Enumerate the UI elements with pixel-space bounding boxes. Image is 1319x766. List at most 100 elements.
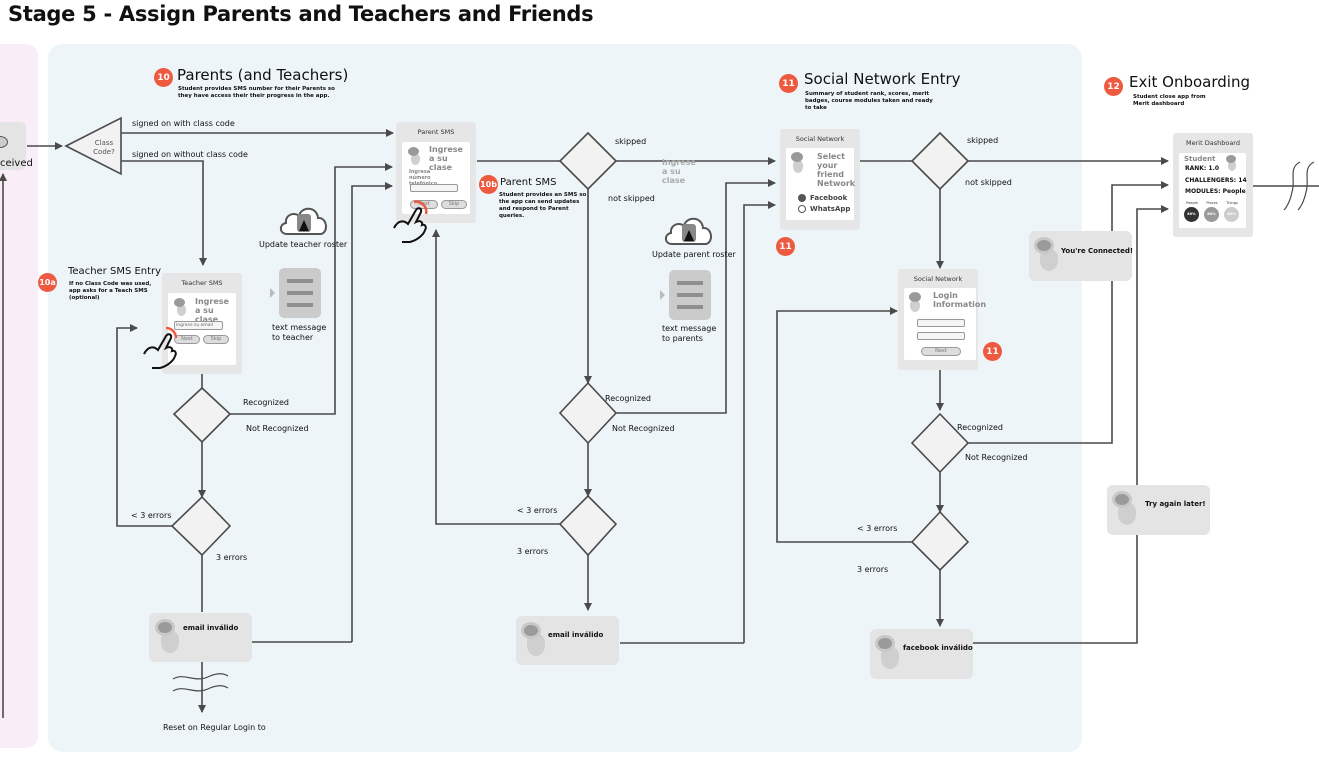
update-parent-roster-label: Update parent roster xyxy=(652,250,736,259)
class-code-label: Class Code? xyxy=(93,139,115,156)
dashboard-role: Student xyxy=(1184,155,1216,163)
tap-hand-icon xyxy=(393,200,428,243)
next-button[interactable]: Next xyxy=(921,347,961,356)
skip-button[interactable]: Skip xyxy=(441,200,467,209)
circle-label-people: People xyxy=(1186,201,1198,205)
tap-hand-icon xyxy=(143,326,178,369)
screen-title: Social Network xyxy=(913,275,963,283)
screen-body: Ingrese a su clase ingrese su email Next… xyxy=(168,293,236,365)
progress-circle-places: 80% xyxy=(1204,207,1219,222)
arrow-marker xyxy=(270,288,275,298)
skipped-label: skipped xyxy=(967,136,999,145)
connected-toast: You're Connected! xyxy=(1029,231,1134,281)
facebook-invalid-toast: facebook inválido xyxy=(870,629,973,679)
page-title: Stage 5 - Assign Parents and Teachers an… xyxy=(8,2,594,26)
section-subtitle-parents: Student provides SMS number for their Pa… xyxy=(178,86,335,99)
eq3-errors-label: 3 errors xyxy=(216,553,248,562)
toast-text: email inválido xyxy=(548,631,604,639)
section-title-exit: Exit Onboarding xyxy=(1129,73,1250,91)
eq3-errors-label: 3 errors xyxy=(857,565,889,574)
facebook-radio[interactable] xyxy=(798,194,806,202)
text-message-teacher-label: text message to teacher xyxy=(272,323,327,342)
screen-title: Teacher SMS xyxy=(181,279,223,287)
facebook-option-label[interactable]: Facebook xyxy=(810,194,848,202)
without-code-label: signed on without class code xyxy=(132,150,248,159)
username-field[interactable] xyxy=(917,319,965,327)
text-message-parents-label: text message to parents xyxy=(662,324,717,343)
update-teacher-roster-label: Update teacher roster xyxy=(259,240,348,249)
login-information-screen: Social Network Login Information Next xyxy=(898,269,987,370)
circle-label-things: Things xyxy=(1226,201,1238,205)
circle-label-places: Places xyxy=(1206,201,1218,205)
arrow-marker xyxy=(660,290,665,300)
not-recognized-label: Not Recognized xyxy=(246,424,309,433)
skipped-label: skipped xyxy=(615,137,647,146)
section-subtitle-parent-sms: Student provides an SMS so the app can s… xyxy=(499,192,587,219)
step-badge-10a: 10a xyxy=(38,273,57,292)
section-title-parents: Parents (and Teachers) xyxy=(177,66,349,84)
toast-text: Try again later! xyxy=(1145,500,1206,508)
password-field[interactable] xyxy=(917,332,965,340)
screen-heading: Ingrese a su clase xyxy=(429,145,463,172)
try-again-toast: Try again later! xyxy=(1107,485,1210,535)
with-code-label: signed on with class code xyxy=(132,119,235,128)
screen-title: Merit Dashboard xyxy=(1186,139,1240,147)
merit-dashboard-screen: Merit Dashboard Student RANK: 1.0 CHALLE… xyxy=(1173,133,1253,237)
section-subtitle-exit: Student close app from Merit dashboard xyxy=(1133,94,1206,107)
screen-body: Ingrese a su clase Ingresa número telefó… xyxy=(402,142,470,214)
break-symbol xyxy=(172,161,1315,692)
class-code-decision xyxy=(64,116,122,176)
toast-text: You're Connected! xyxy=(1061,247,1134,255)
email-field[interactable]: ingrese su email xyxy=(174,321,223,330)
lt3-errors-label: < 3 errors xyxy=(517,506,558,515)
screen-heading: Ingrese a su clase xyxy=(195,297,229,324)
step-badge-10b: 10b xyxy=(479,175,498,194)
section-subtitle-social: Summary of student rank, scores, merit b… xyxy=(805,91,933,111)
screen-heading: Login Information xyxy=(933,291,987,309)
rank-text: RANK: 1.0 xyxy=(1185,165,1220,172)
screen-body: Login Information Next xyxy=(904,288,987,360)
screen-title: Social Network xyxy=(795,135,845,143)
next-button[interactable]: Next xyxy=(174,335,200,344)
section-subtitle-teacher-sms: If no Class Code was used, app asks for … xyxy=(69,281,152,301)
cloud-database-icon xyxy=(279,207,327,235)
step-badge-11: 11 xyxy=(779,74,798,93)
phone-field[interactable] xyxy=(410,184,458,192)
screen-body: Student RANK: 1.0 CHALLENGERS: 14 MODULE… xyxy=(1179,153,1247,228)
not-recognized-label: Not Recognized xyxy=(612,424,675,433)
section-title-social: Social Network Entry xyxy=(804,70,961,88)
not-skipped-label: not skipped xyxy=(965,178,1012,187)
email-invalid-toast: email inválido xyxy=(516,616,619,665)
skip-button[interactable]: Skip xyxy=(203,335,229,344)
toast-text: email inválido xyxy=(183,624,239,632)
recognized-label: Recognized xyxy=(605,394,651,403)
ghost-text: Ingrese a su clase xyxy=(662,158,696,185)
challengers-text: CHALLENGERS: 14 xyxy=(1185,177,1247,184)
parent-sms-screen: Parent SMS Ingrese a su clase Ingresa nú… xyxy=(396,122,476,223)
whatsapp-radio[interactable] xyxy=(798,205,806,213)
recognized-label: Recognized xyxy=(957,423,1003,432)
step-badge-11-c: 11 xyxy=(983,342,1002,361)
progress-circle-things: 80% xyxy=(1224,207,1239,222)
email-invalid-toast: email inválido xyxy=(149,613,252,662)
lt3-errors-label: < 3 errors xyxy=(131,511,172,520)
step-badge-11-b: 11 xyxy=(776,237,795,256)
progress-circle-people: 80% xyxy=(1184,207,1199,222)
previous-node-label: ceived xyxy=(0,158,33,169)
screen-title: Parent SMS xyxy=(417,128,455,136)
recognized-label: Recognized xyxy=(243,398,289,407)
lt3-errors-label: < 3 errors xyxy=(857,524,898,533)
not-recognized-label: Not Recognized xyxy=(965,453,1028,462)
section-title-teacher-sms: Teacher SMS Entry xyxy=(68,266,162,277)
reset-label: Reset on Regular Login to xyxy=(163,723,266,732)
not-skipped-label: not skipped xyxy=(608,194,655,203)
screen-body: Select your friend Network Facebook What… xyxy=(786,148,855,220)
step-badge-10: 10 xyxy=(154,68,173,87)
cloud-database-icon xyxy=(664,217,712,245)
eq3-errors-label: 3 errors xyxy=(517,547,549,556)
whatsapp-option-label[interactable]: WhatsApp xyxy=(810,205,851,213)
social-network-screen: Social Network Select your friend Networ… xyxy=(780,129,860,230)
toast-text: facebook inválido xyxy=(903,644,973,652)
text-message-icon xyxy=(279,268,321,318)
